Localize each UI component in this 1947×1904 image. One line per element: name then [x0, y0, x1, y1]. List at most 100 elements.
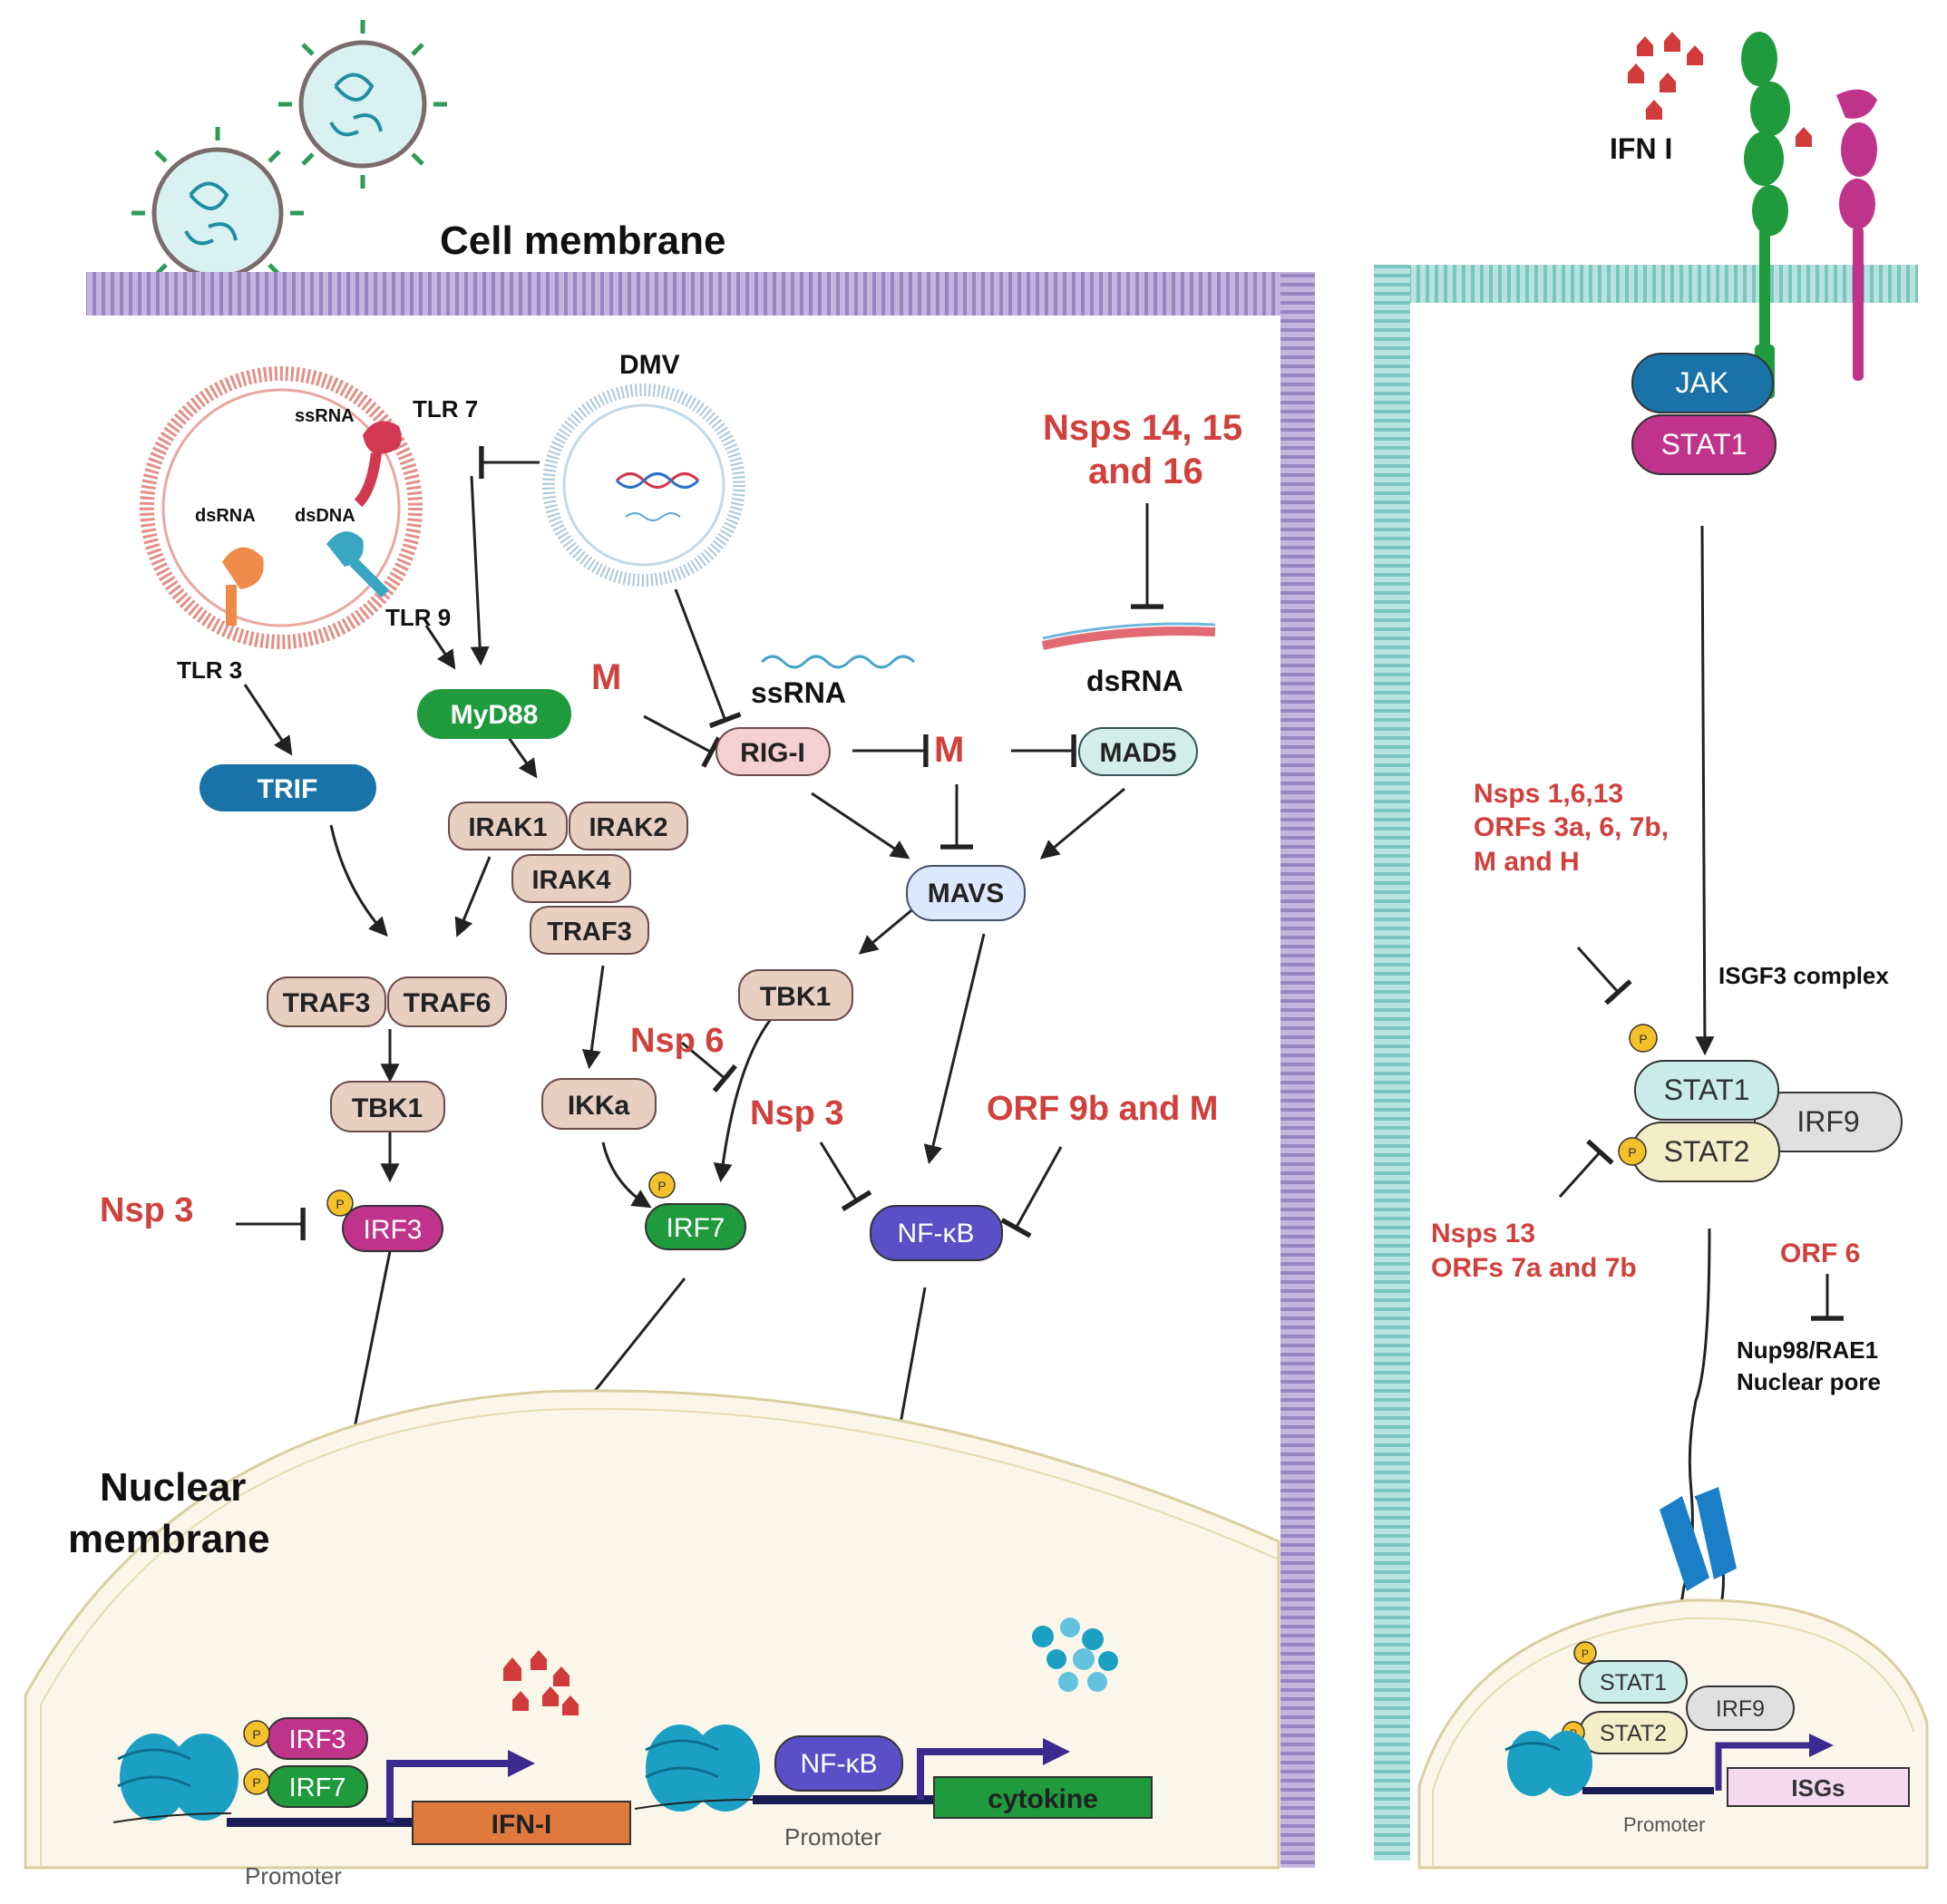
irf7-node: IRF7 — [645, 1203, 746, 1250]
nfkb-label: NF-κB — [898, 1219, 975, 1248]
nup98-line1: Nup98/RAE1 — [1737, 1336, 1878, 1364]
nucleosome-icon — [1504, 1731, 1592, 1796]
nsp6-inhibitor: Nsp 6 — [630, 1022, 724, 1060]
nfkb-node: NF-κB — [870, 1205, 1003, 1261]
phospho-label: P — [252, 1775, 260, 1790]
tlr7-label: TLR 7 — [413, 395, 478, 423]
tbk1-right-label: TBK1 — [760, 982, 831, 1012]
phospho-label: P — [1628, 1145, 1636, 1160]
mavs-node: MAVS — [906, 865, 1026, 921]
complex-stat2-label: STAT2 — [1664, 1135, 1750, 1168]
rigi-node: RIG-I — [716, 727, 831, 776]
nup98-line2: Nuclear pore — [1737, 1368, 1881, 1395]
traf6-node: TRAF6 — [387, 976, 507, 1027]
endosome-ssrna-label: ssRNA — [295, 406, 355, 426]
inhibitor-top-line2: ORFs 3a, 6, 7b, — [1474, 812, 1669, 842]
tlr3-label: TLR 3 — [177, 656, 242, 684]
cytokine-gene-label: cytokine — [988, 1784, 1098, 1814]
orf6-inhibitor: ORF 6 — [1780, 1239, 1860, 1268]
dsrna-strand — [1041, 627, 1216, 650]
ikka-node: IKKa — [541, 1078, 657, 1130]
nucleus-right-stat1: STAT1 — [1579, 1660, 1688, 1704]
ssrna-label: ssRNA — [751, 676, 846, 709]
complex-stat1: STAT1 — [1634, 1060, 1779, 1121]
nucleus-irf7-label: IRF7 — [289, 1773, 346, 1802]
nucleosome-icon — [634, 1724, 760, 1812]
stat1-node: STAT1 — [1631, 414, 1777, 475]
irf3-node: IRF3 — [342, 1205, 443, 1252]
phospho-label: P — [657, 1179, 666, 1193]
isgs-gene — [1727, 1767, 1910, 1807]
traf6-label: TRAF6 — [404, 988, 492, 1018]
irak4-node: IRAK4 — [511, 854, 631, 903]
phospho-icon: P — [326, 1190, 354, 1217]
trif-node: TRIF — [200, 764, 376, 811]
nsps-14-15-16-line2: and 16 — [1088, 452, 1203, 491]
cytokine-molecules-icon — [1032, 1617, 1118, 1692]
mad5-node: MAD5 — [1078, 727, 1198, 776]
right-promoter-label: Promoter — [1623, 1813, 1705, 1836]
phospho-label: P — [1639, 1032, 1647, 1046]
tbk1-left-node: TBK1 — [330, 1081, 445, 1132]
ifn-ligand-icon — [1628, 32, 1812, 147]
endosome-dsdna-label: dsDNA — [295, 506, 355, 526]
phospho-label: P — [1582, 1647, 1589, 1660]
complex-irf9: IRF9 — [1754, 1092, 1903, 1152]
virus-icon — [131, 127, 304, 299]
ifn-gene — [412, 1801, 631, 1845]
phospho-icon: P — [1618, 1137, 1647, 1166]
inhibitor-bottom-line1: Nsps 13 — [1431, 1219, 1535, 1248]
endosome-dsrna-label: dsRNA — [195, 506, 256, 526]
cell-membrane — [86, 272, 1283, 316]
irak1-node: IRAK1 — [448, 801, 568, 850]
nuclear-membrane-label-line2: membrane — [68, 1517, 270, 1561]
phospho-label: P — [336, 1197, 344, 1211]
nucleus-right-stat2-label: STAT2 — [1600, 1721, 1667, 1746]
ifnar1-receptor-icon — [1741, 32, 1790, 399]
myd88-node: MyD88 — [417, 689, 571, 739]
traf3-a-label: TRAF3 — [283, 988, 371, 1018]
irak2-label: IRAK2 — [589, 813, 667, 842]
endosome — [140, 366, 423, 649]
nuclear-membrane-label-line1: Nuclear — [100, 1465, 246, 1510]
ifn-molecules-icon — [503, 1650, 579, 1715]
ikka-label: IKKa — [568, 1091, 630, 1121]
tbk1-right-node: TBK1 — [738, 969, 853, 1021]
dmv-label: DMV — [619, 350, 680, 380]
mad5-label: MAD5 — [1099, 738, 1176, 768]
orf9b-m-inhibitor: ORF 9b and M — [987, 1090, 1218, 1128]
jak-label: JAK — [1676, 366, 1729, 399]
isgf3-label: ISGF3 complex — [1718, 962, 1889, 989]
nsp3-inhibitor-left: Nsp 3 — [100, 1191, 193, 1229]
nucleus-irf7: IRF7 — [267, 1765, 368, 1808]
ssrna-strand — [760, 655, 916, 669]
mavs-label: MAVS — [928, 879, 1004, 908]
cytokine-gene — [933, 1776, 1153, 1819]
phospho-icon: P — [243, 1768, 270, 1795]
nucleus-right-stat1-label: STAT1 — [1600, 1670, 1667, 1695]
isgs-gene-label: ISGs — [1791, 1774, 1845, 1802]
irf3-label: IRF3 — [363, 1215, 422, 1245]
irak2-node: IRAK2 — [569, 801, 688, 850]
m-inhibitor-top: M — [591, 657, 621, 697]
ifn-i-label: IFN I — [1610, 132, 1672, 165]
phospho-icon: P — [1629, 1024, 1658, 1053]
traf3-b-node: TRAF3 — [530, 906, 649, 955]
phospho-icon: P — [243, 1720, 270, 1747]
virus-icon — [278, 20, 447, 189]
complex-stat1-label: STAT1 — [1664, 1073, 1750, 1106]
ifnar2-receptor-icon — [1836, 89, 1877, 381]
cell-membrane-side — [1280, 272, 1315, 1868]
myd88-label: MyD88 — [451, 700, 539, 730]
right-cell-membrane — [1374, 265, 1918, 303]
nsp3-inhibitor-mid: Nsp 3 — [750, 1094, 843, 1132]
phospho-label: P — [252, 1727, 260, 1742]
cell-membrane-label: Cell membrane — [440, 219, 725, 263]
promoter-label-2: Promoter — [784, 1823, 881, 1851]
nucleus-right-irf9-label: IRF9 — [1716, 1696, 1765, 1722]
traf3-b-label: TRAF3 — [547, 918, 631, 947]
transcription-arrow — [1715, 1742, 1814, 1791]
nsps-14-15-16-line1: Nsps 14, 15 — [1043, 408, 1242, 448]
tlr9-label: TLR 9 — [385, 604, 451, 631]
inhibitor-top-line1: Nsps 1,6,13 — [1474, 779, 1623, 809]
